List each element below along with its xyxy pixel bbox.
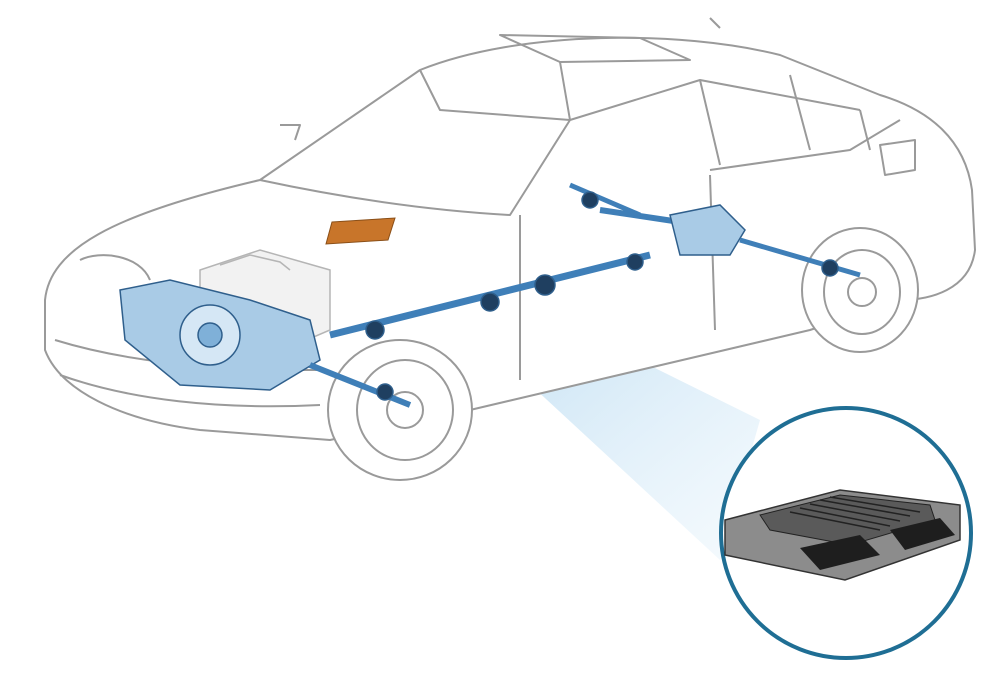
control-module: [325, 217, 396, 245]
front-wheel: [327, 339, 473, 481]
drivetrain: [119, 182, 861, 408]
front-axle: [308, 362, 412, 408]
rear-differential: [669, 204, 746, 256]
ecu-connector-right: [890, 518, 955, 550]
rear-wheel: [801, 227, 919, 353]
ecu-connector-left: [800, 535, 880, 570]
rear-axle: [739, 237, 861, 278]
ecu-callout: [719, 406, 973, 660]
ecu-unit: [724, 489, 961, 581]
